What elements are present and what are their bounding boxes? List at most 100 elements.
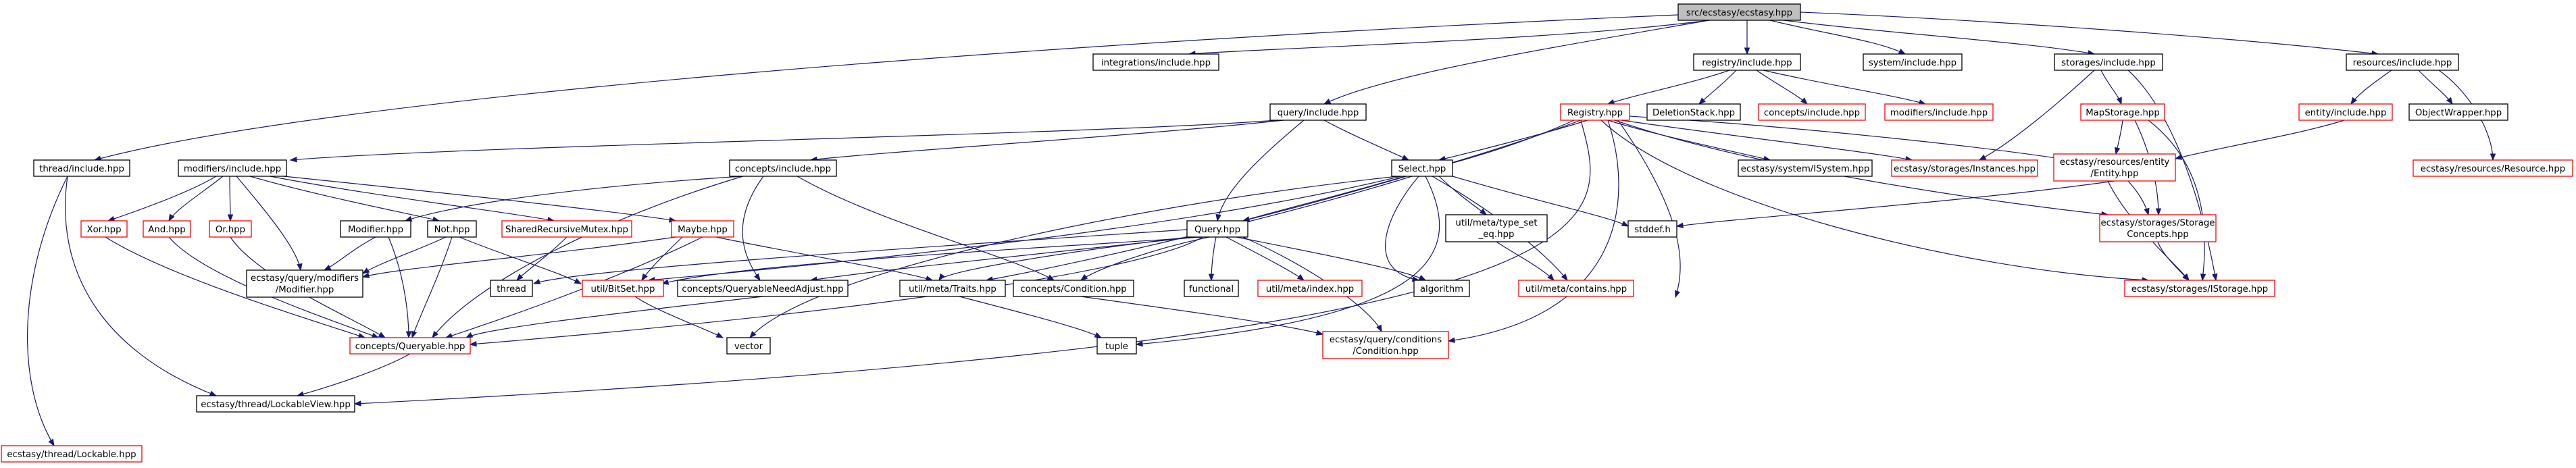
svg-text:algorithm: algorithm — [1420, 284, 1463, 294]
node-registry-hpp[interactable]: Registry.hpp — [1560, 103, 1630, 121]
dependency-edge — [411, 236, 453, 339]
svg-text:Query.hpp: Query.hpp — [1194, 225, 1240, 235]
dependency-edge — [361, 236, 676, 278]
dependency-edge — [2418, 70, 2453, 105]
node-modifiers-include-query[interactable]: modifiers/include.hpp — [178, 159, 287, 177]
node-concepts-include-registry[interactable]: concepts/include.hpp — [1758, 103, 1866, 121]
node-functional[interactable]: functional — [1184, 280, 1239, 297]
node-mapstorage-hpp[interactable]: MapStorage.hpp — [2080, 103, 2165, 121]
dependency-edge — [93, 14, 1679, 161]
dependency-edge — [353, 120, 1591, 407]
node-not-hpp[interactable]: Not.hpp — [427, 220, 477, 238]
dependency-edge — [296, 353, 411, 397]
node-contains-hpp[interactable]: util/meta/contains.hpp — [1518, 280, 1634, 297]
dependency-edge — [361, 236, 447, 274]
node-xor-hpp[interactable]: Xor.hpp — [80, 220, 128, 238]
dependency-edge — [2350, 70, 2392, 105]
dependency-edge — [1607, 70, 1730, 105]
svg-text:SharedRecursiveMutex.hpp: SharedRecursiveMutex.hpp — [505, 225, 628, 235]
dependency-edge — [1978, 70, 2095, 161]
node-isystem-hpp[interactable]: ecstasy/system/ISystem.hpp — [1738, 159, 1873, 177]
svg-text:Registry.hpp: Registry.hpp — [1567, 108, 1623, 118]
dependency-edge — [809, 120, 1284, 163]
node-index-hpp[interactable]: util/meta/index.hpp — [1257, 280, 1363, 297]
node-objectwrapper-hpp[interactable]: ObjectWrapper.hpp — [2408, 103, 2508, 121]
dependency-edge — [516, 236, 567, 281]
node-or-hpp[interactable]: Or.hpp — [209, 220, 252, 238]
node-entity-include[interactable]: entity/include.hpp — [2298, 103, 2393, 121]
node-and-hpp[interactable]: And.hpp — [143, 220, 191, 238]
node-bitset-hpp[interactable]: util/BitSet.hpp — [582, 280, 664, 297]
svg-text:Concepts.hpp: Concepts.hpp — [2127, 230, 2188, 240]
node-select-hpp[interactable]: Select.hpp — [1391, 159, 1453, 177]
svg-text:modifiers/include.hpp: modifiers/include.hpp — [1890, 108, 1988, 118]
node-resource-hpp[interactable]: ecstasy/resources/Resource.hpp — [2413, 159, 2573, 177]
node-lockable-hpp[interactable]: ecstasy/thread/Lockable.hpp — [1, 445, 143, 463]
svg-text:/Entity.hpp: /Entity.hpp — [2091, 169, 2139, 179]
svg-text:Xor.hpp: Xor.hpp — [86, 225, 121, 235]
node-root[interactable]: src/ecstasy/ecstasy.hpp — [1677, 3, 1801, 21]
dependency-edge — [1438, 176, 1488, 215]
node-deletionstack-hpp[interactable]: DeletionStack.hpp — [1646, 103, 1741, 121]
node-instances-hpp[interactable]: ecstasy/storages/Instances.hpp — [1891, 159, 2038, 177]
node-sharedrecursivemutex-hpp[interactable]: SharedRecursiveMutex.hpp — [501, 220, 632, 238]
svg-text:registry/include.hpp: registry/include.hpp — [1702, 58, 1792, 68]
node-algorithm[interactable]: algorithm — [1413, 280, 1470, 297]
node-ecstasy-modifier-hpp[interactable]: ecstasy/query/modifiers /Modifier.hpp — [246, 269, 363, 298]
svg-text:Modifier.hpp: Modifier.hpp — [348, 225, 403, 235]
node-entity-hpp[interactable]: ecstasy/resources/entity /Entity.hpp — [2053, 153, 2176, 182]
node-tuple[interactable]: tuple — [1096, 337, 1137, 355]
svg-text:ecstasy/storages/Instances.hpp: ecstasy/storages/Instances.hpp — [1894, 164, 2036, 174]
node-thread-include[interactable]: thread/include.hpp — [33, 159, 130, 177]
svg-text:ObjectWrapper.hpp: ObjectWrapper.hpp — [2415, 108, 2502, 118]
svg-text:ecstasy/storages/IStorage.hpp: ecstasy/storages/IStorage.hpp — [2131, 284, 2268, 294]
node-vector[interactable]: vector — [726, 337, 771, 355]
dependency-edge — [1452, 176, 1630, 227]
svg-text:query/include.hpp: query/include.hpp — [1278, 108, 1359, 118]
node-concepts-include-query[interactable]: concepts/include.hpp — [729, 159, 837, 177]
node-maybe-hpp[interactable]: Maybe.hpp — [671, 220, 734, 238]
node-resources-include[interactable]: resources/include.hpp — [2346, 53, 2459, 71]
dependency-edge — [1447, 120, 1619, 343]
node-query-hpp[interactable]: Query.hpp — [1186, 220, 1248, 238]
node-queryableneedadjust-hpp[interactable]: concepts/QueryableNeedAdjust.hpp — [677, 280, 849, 297]
svg-text:ecstasy/query/modifiers: ecstasy/query/modifiers — [251, 274, 359, 284]
dependency-edge — [1208, 236, 1217, 282]
dependency-edge — [227, 176, 234, 222]
dependency-edge — [797, 176, 1055, 281]
node-storage-concepts-hpp[interactable]: ecstasy/storages/Storage Concepts.hpp — [2099, 214, 2217, 242]
node-condition-concept-hpp[interactable]: concepts/Condition.hpp — [1013, 280, 1134, 297]
dependency-edge — [1385, 176, 1420, 282]
dependency-edge — [1769, 20, 1906, 55]
dependency-edge — [1744, 20, 1750, 55]
node-lockableview-hpp[interactable]: ecstasy/thread/LockableView.hpp — [196, 395, 355, 413]
dependency-edge — [289, 120, 1278, 163]
svg-text:concepts/QueryableNeedAdjust.h: concepts/QueryableNeedAdjust.hpp — [682, 284, 843, 294]
svg-text:MapStorage.hpp: MapStorage.hpp — [2086, 108, 2160, 118]
node-queryable-hpp[interactable]: concepts/Queryable.hpp — [349, 337, 471, 355]
node-modifier-hpp[interactable]: Modifier.hpp — [340, 220, 411, 238]
node-traits-hpp[interactable]: util/meta/Traits.hpp — [899, 280, 1006, 297]
node-modifiers-include-registry[interactable]: modifiers/include.hpp — [1884, 103, 1994, 121]
svg-text:ecstasy/system/ISystem.hpp: ecstasy/system/ISystem.hpp — [1741, 164, 1870, 174]
node-registry-include[interactable]: registry/include.hpp — [1693, 53, 1801, 71]
node-istorage-hpp[interactable]: ecstasy/storages/IStorage.hpp — [2124, 280, 2275, 297]
node-type-set-eq-hpp[interactable]: util/meta/type_set _eq.hpp — [1445, 214, 1548, 242]
svg-text:util/meta/Traits.hpp: util/meta/Traits.hpp — [909, 284, 996, 294]
svg-text:thread: thread — [497, 284, 526, 294]
svg-text:_eq.hpp: _eq.hpp — [1478, 230, 1515, 240]
node-query-include[interactable]: query/include.hpp — [1269, 103, 1367, 121]
node-stddef-h[interactable]: stddef.h — [1627, 220, 1677, 238]
node-storages-include[interactable]: storages/include.hpp — [2054, 53, 2163, 71]
dependency-edge — [1800, 11, 2379, 57]
svg-text:Not.hpp: Not.hpp — [434, 225, 470, 235]
node-system-include[interactable]: system/include.hpp — [1863, 53, 1963, 71]
node-thread-std[interactable]: thread — [490, 280, 533, 297]
node-integrations-include[interactable]: integrations/include.hpp — [1092, 53, 1219, 71]
node-query-condition-hpp[interactable]: ecstasy/query/conditions /Condition.hpp — [1322, 331, 1449, 359]
dependency-edge — [715, 236, 934, 282]
dependency-edge — [2100, 70, 2122, 105]
dependency-edge — [404, 176, 744, 222]
svg-text:entity/include.hpp: entity/include.hpp — [2305, 108, 2387, 118]
dependency-edge — [432, 176, 744, 339]
